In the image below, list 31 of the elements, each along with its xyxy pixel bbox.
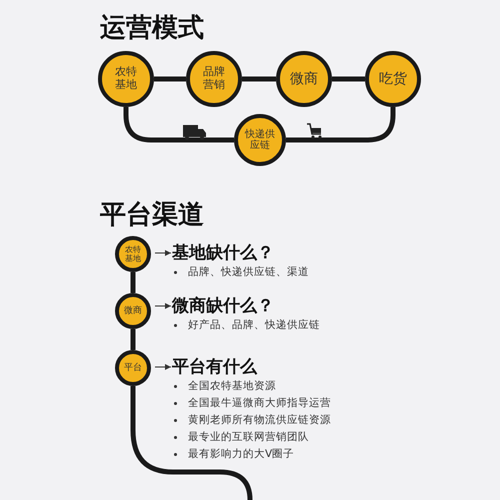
bullet-item: 黄刚老师所有物流供应链资源 — [172, 412, 331, 429]
step-circle: 农特基地 — [115, 236, 151, 272]
bullet-item: 好产品、品牌、快递供应链 — [172, 317, 320, 334]
section-heading: 平台渠道 — [100, 199, 204, 232]
pointer-arrow — [154, 303, 172, 309]
pointer-arrow — [154, 250, 172, 256]
connector-line — [242, 76, 276, 82]
connector-line — [130, 386, 252, 500]
step-circle: 品牌营销 — [186, 51, 242, 107]
question-heading: 微商缺什么？ — [172, 295, 274, 317]
step-circle: 农特基地 — [98, 51, 154, 107]
bullet-item: 最专业的互联网营销团队 — [172, 429, 309, 446]
step-circle: 平台 — [115, 350, 151, 386]
connector-line — [154, 76, 186, 82]
bullet-item: 品牌、快递供应链、渠道 — [172, 264, 309, 281]
bullet-item: 全国农特基地资源 — [172, 378, 276, 395]
pointer-arrow — [154, 364, 172, 370]
title: 运营模式 — [100, 12, 204, 45]
step-circle: 快递供应链 — [234, 114, 286, 166]
connector-line — [130, 272, 136, 293]
bullet-item: 全国最牛逼微商大师指导运营 — [172, 395, 331, 412]
step-circle: 微商 — [115, 293, 151, 329]
connector-line — [332, 76, 365, 82]
bullet-item: 最有影响力的大V圈子 — [172, 446, 294, 463]
question-heading: 基地缺什么？ — [172, 242, 274, 264]
step-circle: 微商 — [276, 51, 332, 107]
question-heading: 平台有什么 — [172, 356, 257, 378]
connector-line — [286, 107, 396, 142]
connector-line — [130, 329, 136, 350]
connector-line — [124, 107, 234, 142]
step-circle: 吃货 — [365, 51, 421, 107]
